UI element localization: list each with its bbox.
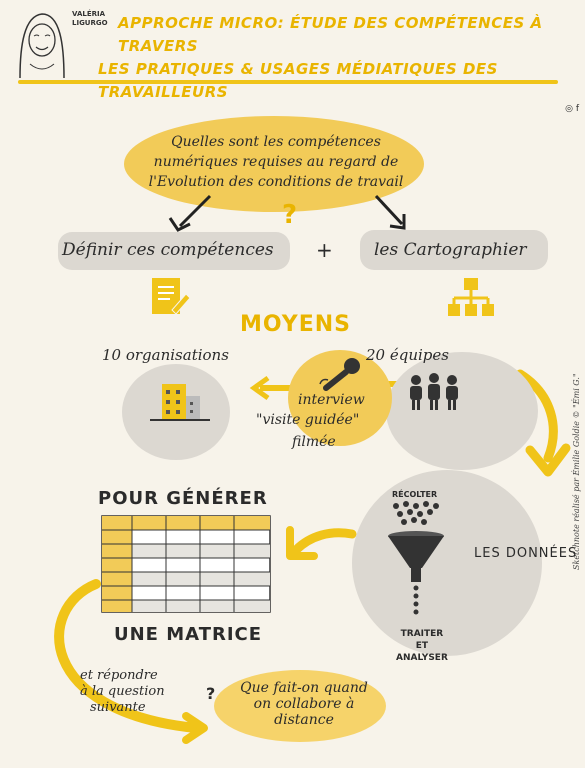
answer-intro: et répondre à la question suivante — [80, 668, 165, 715]
research-question: Quelles sont les compétences numériques … — [148, 134, 404, 190]
filmed-label: filmée — [292, 434, 336, 450]
organisations-label: 10 organisations — [102, 346, 229, 364]
means-title: MOYENS — [240, 312, 352, 337]
process-analyse-label: TRAITER ET ANALYSER — [396, 629, 448, 663]
guided-visit-label: "visite guidée" — [256, 412, 360, 428]
question-bubble — [124, 116, 424, 212]
org-chart-icon — [448, 278, 494, 316]
teams-circle — [386, 352, 538, 470]
map-band — [360, 230, 548, 270]
final-question-bubble — [214, 670, 386, 742]
define-band — [58, 232, 290, 270]
funnel-icon — [388, 501, 444, 615]
social-icons: ◎ f — [565, 104, 579, 114]
matrix-table-icon — [101, 515, 271, 613]
process-circle — [352, 470, 542, 656]
final-question: Que fait-on quand on collabore à distanc… — [240, 680, 368, 728]
microphone-icon — [319, 358, 360, 391]
generate-title: POUR GÉNÉRER — [98, 488, 268, 509]
document-edit-icon — [152, 278, 191, 315]
author-name: VALÉRIA LIGURGO — [72, 10, 108, 27]
interview-circle — [288, 350, 392, 446]
author-portrait — [19, 13, 65, 79]
teams-label: 20 équipes — [366, 346, 449, 364]
data-label: LES DONNÉES — [474, 546, 578, 561]
define-competences-label: Définir ces compétences — [62, 240, 274, 260]
question-mark-icon: ? — [206, 684, 216, 703]
collect-label: RÉCOLTER — [392, 490, 438, 499]
team-people-icon — [410, 373, 458, 410]
matrix-title: UNE MATRICE — [114, 624, 263, 645]
building-icon — [150, 384, 210, 421]
question-mark-icon: ? — [282, 200, 298, 230]
page-title: APPROCHE MICRO: ÉTUDE DES COMPÉTENCES À … — [98, 14, 543, 101]
interview-label: interview — [298, 392, 365, 408]
map-competences-label: les Cartographier — [374, 240, 527, 260]
plus-sign: + — [316, 238, 333, 262]
title-underline — [18, 80, 558, 84]
